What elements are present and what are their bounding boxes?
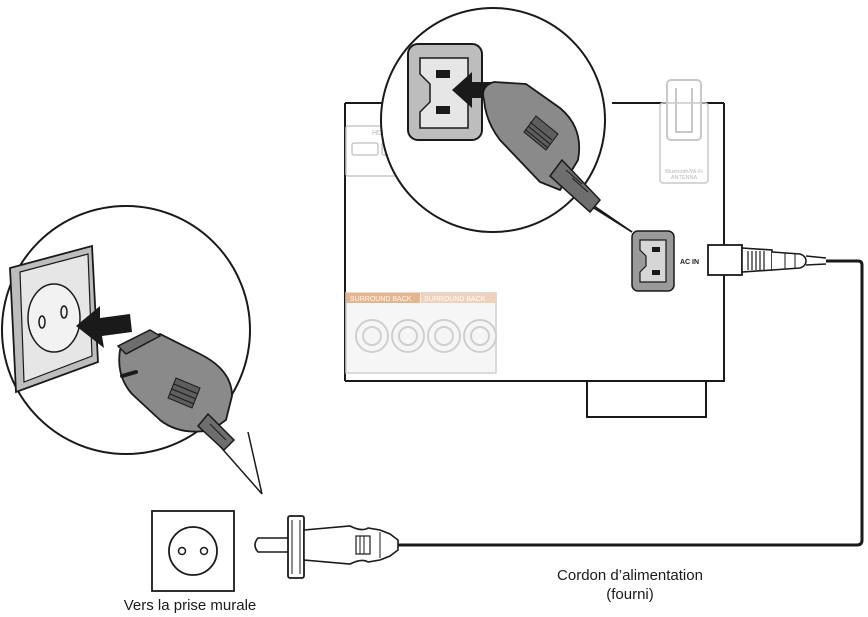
surround-back-terminals: SURROUND BACK SURROUND BACK	[345, 292, 497, 374]
power-cord-caption-line2: (fourni)	[606, 586, 654, 603]
power-cord-caption-line1: Cordon d’alimentation	[557, 567, 703, 584]
antenna-icon	[659, 79, 709, 184]
power-cord-caption: Cordon d’alimentation (fourni)	[480, 566, 780, 604]
arrow-icon	[452, 72, 500, 108]
arrow-icon	[76, 306, 132, 348]
surround-back-label-2: SURROUND BACK	[424, 296, 486, 303]
receiver-rear-panel	[344, 102, 725, 418]
power-plug-icon	[116, 329, 236, 452]
antenna-label-line1: Bluetooth/Wi-Fi	[665, 169, 703, 175]
power-cord	[398, 259, 864, 547]
mains-plug-side-view	[254, 515, 399, 579]
antenna-label-line2: ANTENNA	[671, 175, 698, 181]
zoom-bubble-wall-plug	[1, 205, 263, 495]
surround-back-label-1: SURROUND BACK	[350, 296, 412, 303]
wall-outlet-caption: Vers la prise murale	[123, 597, 257, 614]
zoom-bubble-ac-inlet	[380, 7, 633, 233]
wall-socket-icon	[151, 510, 235, 592]
power-plug-icon	[482, 81, 602, 214]
ac-plug-side-view	[707, 244, 827, 276]
ac-in-label: AC IN	[680, 259, 699, 266]
ac-inlet-icon	[631, 230, 675, 292]
